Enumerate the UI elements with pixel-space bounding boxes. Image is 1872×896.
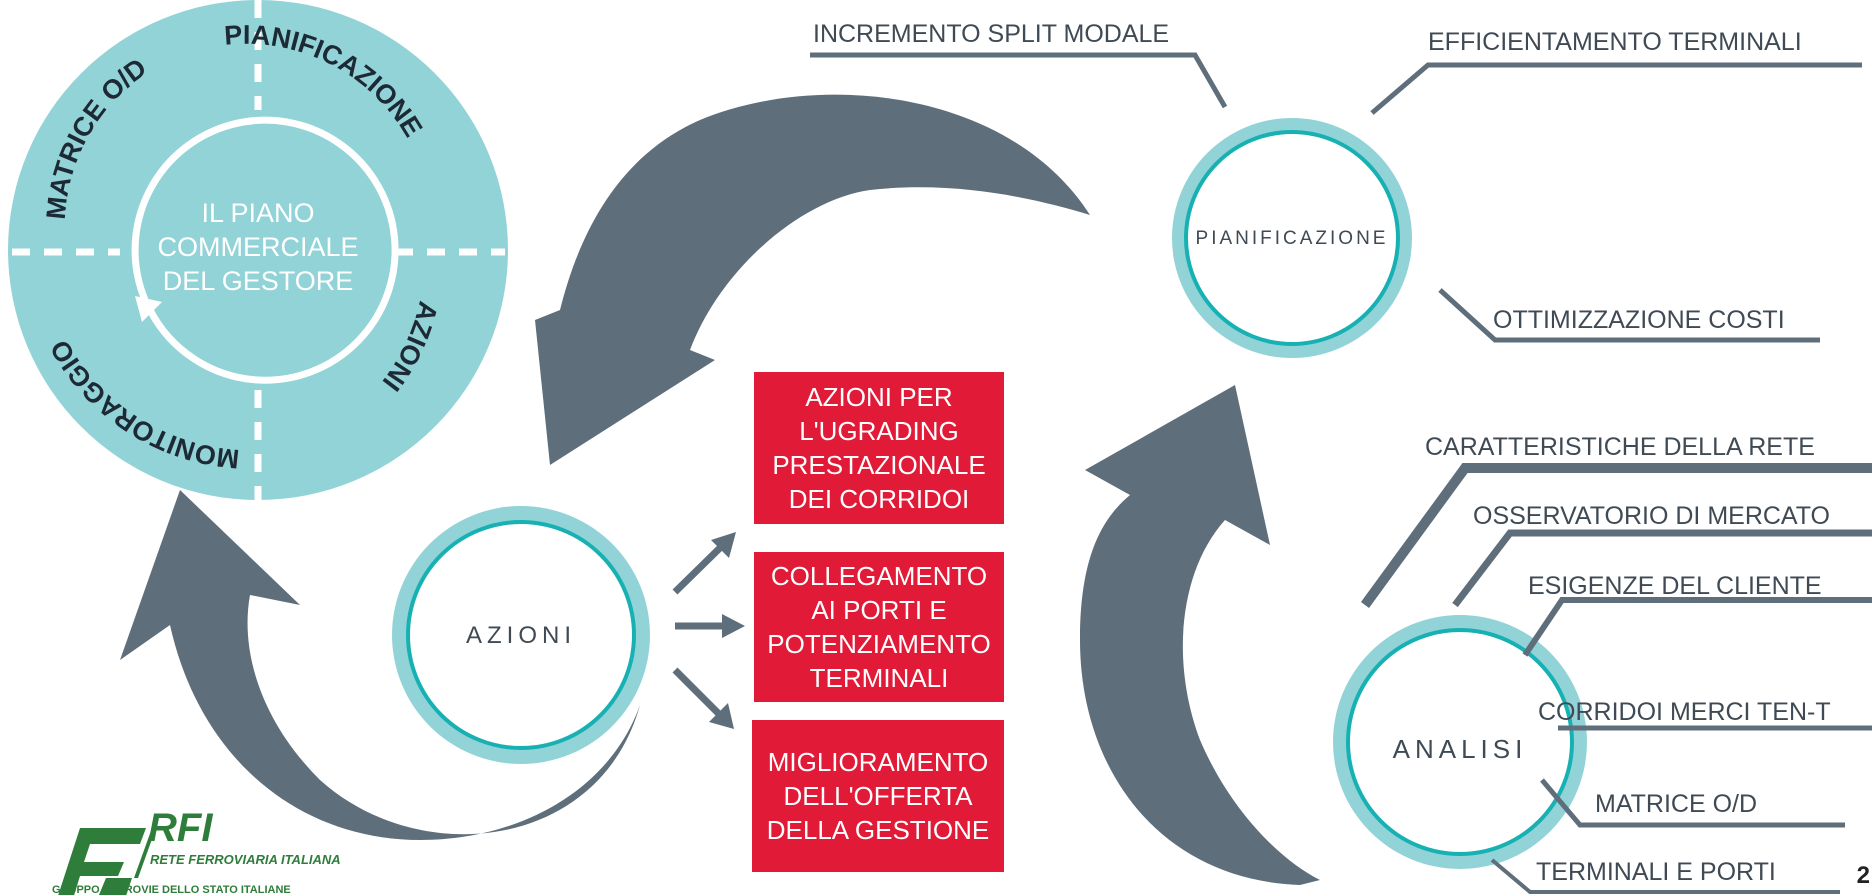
- arrow-right: [1080, 385, 1320, 885]
- action-box-collegamento: COLLEGAMENTO AI PORTI E POTENZIAMENTO TE…: [754, 552, 1004, 702]
- leader-esigenze: [1522, 597, 1872, 657]
- box1-line4: DEI CORRIDOI: [788, 484, 970, 514]
- arrow-to-box1: [711, 532, 736, 558]
- leader-osservatorio: [1452, 529, 1872, 608]
- label-analisi-0: CARATTERISTICHE DELLA RETE: [1425, 433, 1815, 461]
- box2-line1: COLLEGAMENTO: [770, 561, 988, 591]
- arrow-to-box2: [722, 614, 745, 638]
- leader-incremento: [810, 52, 1228, 109]
- box1-line1: AZIONI PER: [805, 382, 953, 412]
- leader-ottimizzazione: [1438, 288, 1820, 343]
- leader-matrice: [1540, 778, 1845, 828]
- rfi-logo-icon: [58, 828, 156, 895]
- leader-efficientamento: [1370, 62, 1862, 115]
- label-ottimizzazione: OTTIMIZZAZIONE COSTI: [1493, 306, 1785, 334]
- cycle-center-title: IL PIANO COMMERCIALE DEL GESTORE: [133, 196, 383, 298]
- logo-brand: RFI: [148, 806, 213, 850]
- page-number: 2: [1856, 862, 1870, 889]
- center-line-1: IL PIANO: [201, 198, 315, 228]
- box3-line1: MIGLIORAMENTO: [767, 747, 989, 777]
- box1-line3: PRESTAZIONALE: [772, 450, 986, 480]
- leader-terminali: [1490, 858, 1840, 894]
- analisi-node-inner: [1346, 628, 1574, 856]
- node-azioni-label: AZIONI: [465, 622, 576, 649]
- center-line-3: DEL GESTORE: [162, 266, 354, 296]
- cycle-disc: [8, 0, 508, 500]
- box2-line3: POTENZIAMENTO: [767, 629, 991, 659]
- label-analisi-2: ESIGENZE DEL CLIENTE: [1528, 572, 1822, 600]
- node-analisi-label: ANALISI: [1392, 734, 1528, 764]
- logo-name: RETE FERROVIARIA ITALIANA: [150, 852, 341, 867]
- logo-group: GRUPPO FERROVIE DELLO STATO ITALIANE: [52, 884, 291, 896]
- label-analisi-4: MATRICE O/D: [1595, 790, 1758, 818]
- action-box-miglioramento: MIGLIORAMENTO DELL'OFFERTA DELLA GESTION…: [752, 720, 1004, 872]
- arrow-left: [120, 490, 640, 840]
- node-pianificazione-label: PIANIFICAZIONE: [1195, 228, 1389, 249]
- action-box-upgrading: AZIONI PER L'UGRADING PRESTAZIONALE DEI …: [754, 372, 1004, 524]
- label-incremento: INCREMENTO SPLIT MODALE: [813, 20, 1170, 48]
- label-analisi-3: CORRIDOI MERCI TEN-T: [1538, 698, 1831, 726]
- center-line-2: COMMERCIALE: [157, 232, 359, 262]
- box2-line4: TERMINALI: [809, 663, 949, 693]
- box3-line2: DELL'OFFERTA: [783, 781, 973, 811]
- box2-line2: AI PORTI E: [811, 595, 947, 625]
- label-analisi-5: TERMINALI E PORTI: [1536, 858, 1776, 886]
- arrow-top: [535, 94, 1090, 465]
- leader-caratteristiche: [1360, 463, 1872, 608]
- pianificazione-node-inner: [1184, 130, 1400, 346]
- azioni-node-inner: [406, 520, 636, 750]
- arrow-to-box3: [709, 703, 734, 729]
- box3-line3: DELLA GESTIONE: [766, 815, 990, 845]
- box1-line2: L'UGRADING: [799, 416, 959, 446]
- label-efficientamento: EFFICIENTAMENTO TERMINALI: [1428, 28, 1802, 56]
- label-analisi-1: OSSERVATORIO DI MERCATO: [1473, 502, 1831, 530]
